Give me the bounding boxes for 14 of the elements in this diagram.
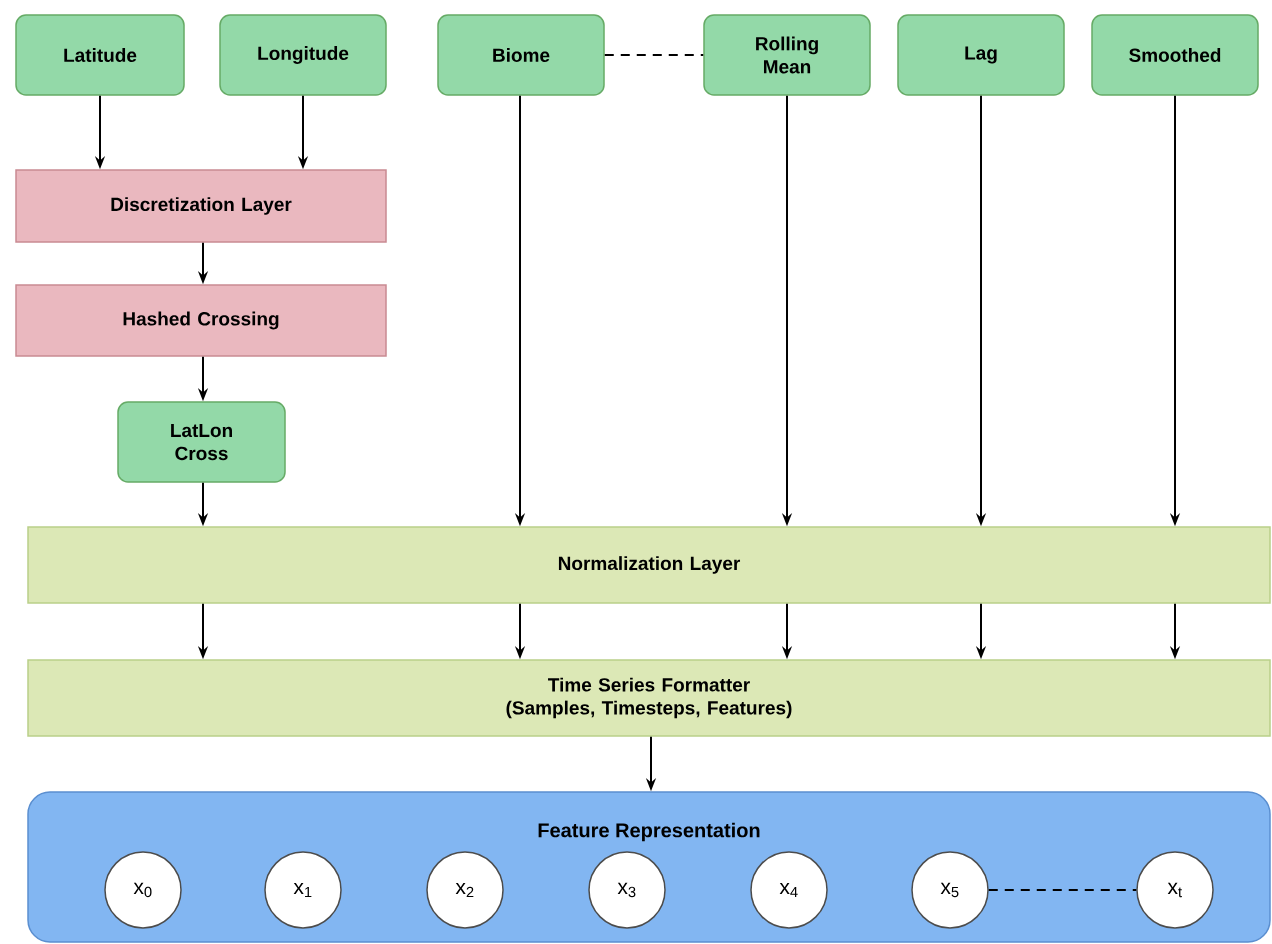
dashed-line bbox=[987, 889, 1138, 891]
process-box: LatLon Cross bbox=[117, 401, 286, 483]
layer-band: Normalization Layer bbox=[27, 526, 1271, 604]
layer-box: Hashed Crossing bbox=[15, 284, 387, 357]
process-box: Smoothed bbox=[1091, 14, 1259, 96]
process-box: Longitude bbox=[219, 14, 387, 96]
dashed-line bbox=[603, 54, 705, 56]
layer-band: Time Series Formatter (Samples, Timesteps, Features) bbox=[27, 659, 1271, 737]
layer-box: Discretization Layer bbox=[15, 169, 387, 243]
process-box: Lag bbox=[897, 14, 1065, 96]
panel-heading: Feature Representation bbox=[538, 822, 760, 842]
process-box: Latitude bbox=[15, 14, 185, 96]
process-box: Rolling Mean bbox=[703, 14, 871, 96]
process-box: Biome bbox=[437, 14, 605, 96]
